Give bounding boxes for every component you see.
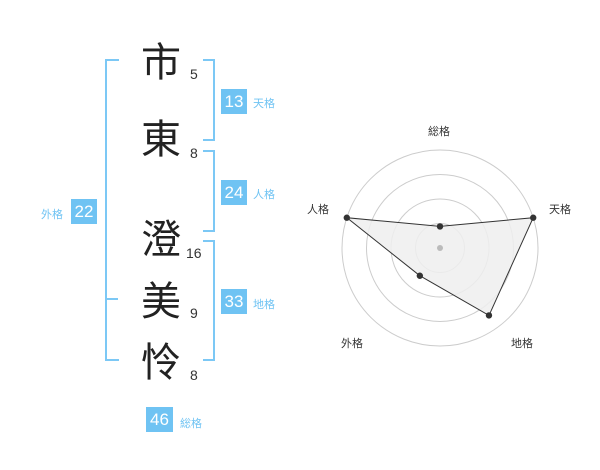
radar-ring [341,149,539,347]
soukaku-value: 46 [146,407,173,432]
radar-point-0 [436,223,444,230]
radar-center [437,245,443,251]
gaikaku-bracket [105,59,119,361]
radar-label-tenkaku: 天格 [549,203,571,216]
tenkaku-bracket [203,59,215,141]
jinkaku-value: 24 [221,180,247,205]
radar-point-4 [343,214,350,221]
radar-label-gaikaku: 外格 [341,337,363,350]
stroke-count-1: 5 [190,66,198,82]
gaikaku-label: 外格 [41,208,63,221]
radar-label-jinkaku: 人格 [307,203,329,216]
name-char-1: 市 [141,40,181,86]
radar-point-2 [485,312,493,319]
name-char-2: 東 [141,117,181,163]
radar-label-soukaku: 総格 [428,125,450,138]
soukaku-label: 総格 [180,417,202,430]
radar-chart [341,149,539,347]
chikaku-label: 地格 [253,298,275,311]
radar-area [345,217,535,317]
stroke-count-2: 8 [190,145,198,161]
radar-point-3 [416,272,424,279]
jinkaku-bracket [203,150,215,232]
chikaku-value: 33 [221,289,247,314]
stroke-count-4: 9 [190,305,198,321]
gaikaku-bracket-tick [106,298,118,300]
tenkaku-label: 天格 [253,97,275,110]
radar-label-chikaku: 地格 [511,337,533,350]
name-char-3: 澄 [141,217,181,263]
jinkaku-label: 人格 [253,188,275,201]
name-char-4: 美 [141,279,181,325]
stroke-count-5: 8 [190,367,198,383]
tenkaku-value: 13 [221,89,247,114]
gaikaku-value: 22 [71,199,97,224]
chikaku-bracket [203,240,215,361]
name-char-5: 怜 [141,340,181,386]
radar-point-1 [530,214,537,221]
stroke-count-3: 16 [186,245,202,261]
radar-points [343,214,537,319]
